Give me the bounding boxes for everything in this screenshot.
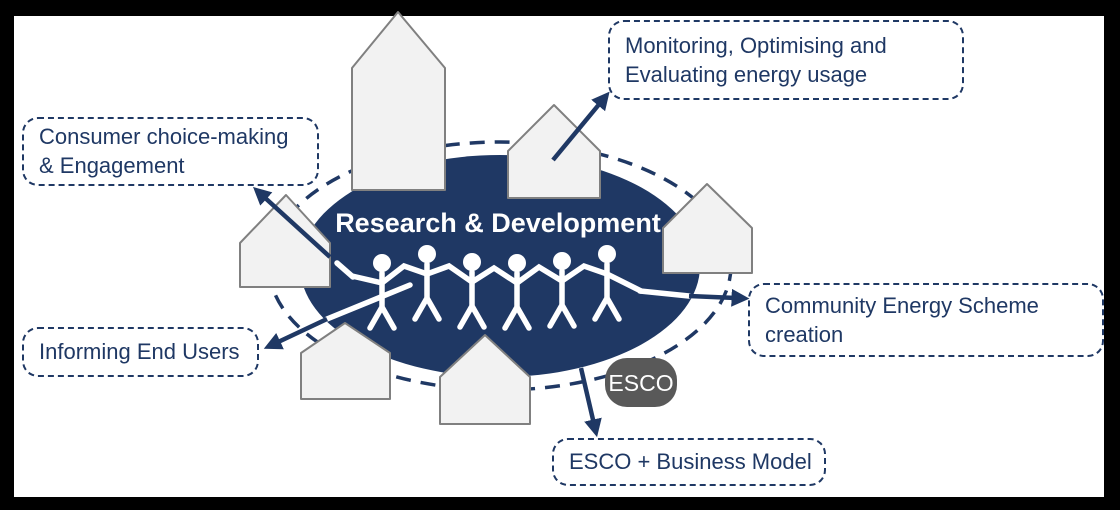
callout-informing: Informing End Users [22,327,259,377]
callout-informing-line1: Informing End Users [39,339,240,364]
arrow-tail-informing [324,282,413,322]
people-chain-icon [349,245,644,331]
arrow-to-monitoring [551,91,610,162]
person-arms [349,262,644,294]
person-head-icon [463,253,481,271]
house-icon-bottom-left [300,322,391,400]
person-head-icon [508,254,526,272]
esco-badge: ESCO [605,358,677,407]
callout-consumer-line1: Consumer choice-making [39,124,289,149]
arrow-tail-community [637,288,692,299]
callout-community-line2: creation [765,321,844,347]
house-icon-top [351,11,446,191]
person-head-icon [598,245,616,263]
hub-title: Research & Development [335,208,661,238]
callout-monitoring-line2: Evaluating energy usage [625,61,868,87]
arrow-to-informing [263,316,328,350]
house-icon-bottom [439,334,531,425]
house-icon-right [662,183,753,274]
callout-consumer-line2: & Engagement [39,153,185,178]
callout-consumer: Consumer choice-making & Engagement [22,117,319,186]
person-head-icon [553,252,571,270]
house-icon-left [239,194,331,288]
arrow-to-esco-model [578,367,602,438]
callout-esco-model-line1: ESCO + Business Model [569,449,812,474]
callout-community: Community Energy Scheme creation [748,283,1104,357]
person-head-icon [373,254,391,272]
arrow-to-community [688,288,750,307]
arrows [253,91,750,438]
callout-monitoring-line1: Monitoring, Optimising and [625,32,887,58]
callout-community-line1: Community Energy Scheme [765,292,1039,318]
person-head-icon [418,245,436,263]
arrow-to-consumer [253,186,332,259]
person-bodies [367,261,622,331]
esco-badge-shape [605,358,677,407]
callout-monitoring: Monitoring, Optimising and Evaluating en… [608,20,964,100]
callout-esco-model: ESCO + Business Model [552,438,826,486]
community-ellipse [300,155,700,377]
esco-badge-label: ESCO [608,370,673,396]
